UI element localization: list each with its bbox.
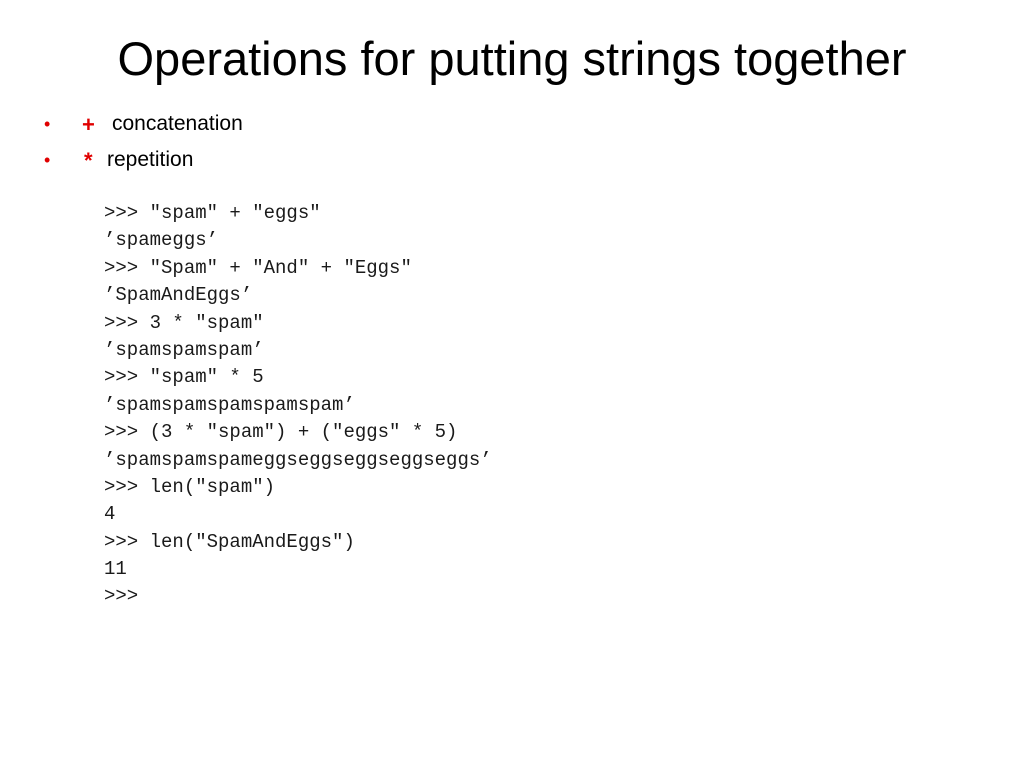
code-line: ’spamspamspamspamspam’ <box>104 393 355 416</box>
code-line: ’spamspamspam’ <box>104 338 264 361</box>
code-line: >>> "Spam" + "And" + "Eggs" <box>104 256 412 279</box>
code-line: >>> <box>104 585 139 608</box>
bullet-marker: • <box>44 114 51 134</box>
code-line: ’spamspamspameggseggseggseggseggs’ <box>104 448 492 471</box>
code-line: >>> (3 * "spam") + ("eggs" * 5) <box>104 421 458 444</box>
asterisk-operator: * <box>84 148 93 173</box>
code-line: >>> 3 * "spam" <box>104 311 264 334</box>
code-line: >>> "spam" + "eggs" <box>104 202 321 224</box>
bullet-label: concatenation <box>112 112 243 135</box>
bullet-marker: • <box>44 150 51 170</box>
plus-operator: + <box>82 112 95 137</box>
code-line: ’SpamAndEggs’ <box>104 284 253 307</box>
python-console-transcript: >>> "spam" + "eggs" ’spameggs’ >>> "Spam… <box>104 200 492 611</box>
bullet-label: repetition <box>107 148 194 171</box>
code-line: >>> "spam" * 5 <box>104 366 264 389</box>
code-line: 11 <box>104 558 127 581</box>
code-line: ’spameggs’ <box>104 229 219 252</box>
code-line: >>> len("SpamAndEggs") <box>104 530 355 553</box>
code-line: >>> len("spam") <box>104 475 276 498</box>
slide-title: Operations for putting strings together <box>117 32 907 85</box>
code-line: 4 <box>104 503 116 526</box>
